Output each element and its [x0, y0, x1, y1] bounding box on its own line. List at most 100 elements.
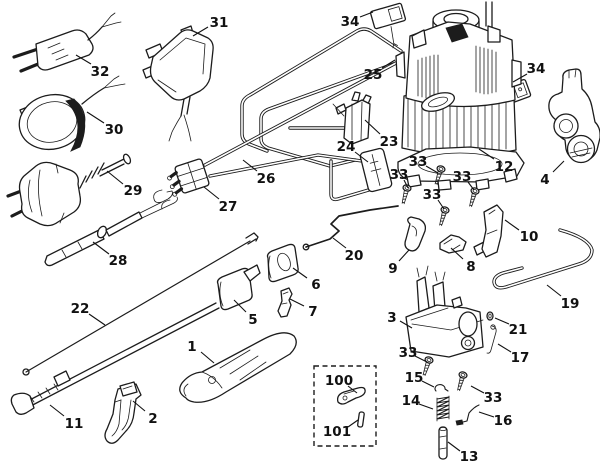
leader-line: [203, 186, 220, 200]
sleeve-5-drawing: [216, 264, 261, 311]
bracket-10-drawing: [473, 204, 504, 258]
part-number-label: 33: [409, 154, 428, 170]
part-number-label: 33: [423, 187, 442, 203]
throttle-rod-drawing: [302, 205, 399, 251]
part-number-label: 20: [345, 248, 364, 264]
part-number-label: 27: [219, 199, 238, 215]
part-number-label: 33: [399, 345, 418, 361]
clamp-8-drawing: [439, 234, 467, 254]
part-number-label: 14: [402, 393, 421, 409]
leader-line: [132, 400, 146, 412]
leader-line: [399, 320, 413, 329]
part-number-label: 26: [257, 171, 276, 187]
part-number-label: 13: [460, 449, 479, 465]
part-number-label: 30: [105, 122, 124, 138]
part-number-label: 17: [511, 350, 530, 366]
leader-line: [354, 151, 369, 163]
washer-21-drawing: [486, 311, 494, 321]
screw-33-drawing: [401, 184, 412, 205]
leader-line: [546, 284, 562, 297]
part-number-label: 34: [527, 61, 546, 77]
fork-lever-drawing: [104, 381, 142, 444]
part-number-label: 32: [91, 64, 110, 80]
part-number-label: 8: [466, 259, 475, 275]
part-number-label: 12: [495, 159, 514, 175]
inset-dashed-box: [313, 365, 377, 447]
leader-line: [106, 170, 124, 185]
plug-europlug-drawing: [12, 12, 122, 73]
inset-kit-drawing: [313, 365, 377, 447]
part-number-label: 29: [124, 183, 143, 199]
clip-7-drawing: [277, 287, 293, 318]
cam-lever-9-drawing: [404, 216, 427, 252]
plug-uk-drawing: [142, 25, 214, 142]
spring-wire-16-drawing: [455, 404, 480, 426]
part-number-label: 6: [311, 277, 320, 293]
part-number-label: 19: [561, 296, 580, 312]
leader-line: [425, 165, 439, 174]
leader-line: [512, 73, 528, 83]
part-number-label: 3: [387, 310, 396, 326]
roller-lever-drawing: [548, 68, 600, 164]
part-number-label: 10: [520, 229, 539, 245]
part-number-label: 23: [380, 134, 399, 150]
part-number-label: 33: [390, 167, 409, 183]
leader-line: [233, 299, 247, 313]
part-number-label: 2: [148, 411, 157, 427]
part-number-label: 31: [210, 15, 229, 31]
leader-line: [470, 385, 485, 394]
leader-line: [398, 249, 410, 262]
leader-line: [200, 351, 215, 364]
leader-line: [292, 267, 308, 279]
collar-6-drawing: [266, 243, 299, 283]
leader-line: [450, 247, 464, 260]
part-number-label: 34: [341, 14, 360, 30]
part-number-label: 24: [337, 139, 356, 155]
part-number-label: 4: [540, 172, 549, 188]
part-number-label: 11: [65, 416, 84, 432]
part-number-label: 9: [388, 261, 397, 277]
motor-assembly-drawing: [395, 1, 525, 191]
part-number-label: 33: [453, 169, 472, 185]
screw-33-drawing: [439, 206, 450, 227]
leader-line: [447, 441, 461, 452]
pin-13-drawing: [438, 426, 448, 460]
leader-line: [86, 111, 105, 124]
leader-line: [418, 403, 434, 410]
leader-line: [478, 411, 495, 418]
leader-line: [359, 11, 374, 18]
part-number-label: 15: [405, 370, 424, 386]
leader-line: [552, 160, 565, 173]
leader-line: [497, 343, 512, 353]
cord-assembly-drawing: [44, 190, 178, 267]
leader-line: [92, 241, 110, 255]
leader-line: [347, 419, 359, 428]
plug-schuko-drawing: [6, 153, 132, 227]
leader-line: [364, 119, 381, 135]
suppressor-34-left-drawing: [369, 2, 407, 49]
leader-line: [403, 179, 409, 189]
coil-spring-14-drawing: [436, 395, 450, 422]
leader-line: [414, 355, 428, 363]
long-control-rod-drawing: [22, 232, 259, 376]
spring-17-drawing: [486, 324, 497, 354]
part-number-label: 22: [71, 301, 90, 317]
leader-line: [504, 219, 520, 231]
loop-handle-wire-drawing: [492, 228, 594, 290]
screw-33-drawing: [469, 187, 480, 208]
leader-line: [421, 380, 435, 388]
leader-line: [289, 298, 305, 307]
leader-line: [192, 26, 209, 37]
part-number-label: 5: [248, 312, 257, 328]
switch-drawing: [332, 91, 372, 145]
part-number-label: 21: [509, 322, 528, 338]
guide-rail-drawing: [10, 302, 220, 415]
leader-line: [242, 159, 258, 172]
leader-line: [381, 59, 396, 69]
leader-line: [49, 404, 65, 417]
part-number-label: 25: [364, 67, 383, 83]
leader-line: [332, 237, 347, 249]
